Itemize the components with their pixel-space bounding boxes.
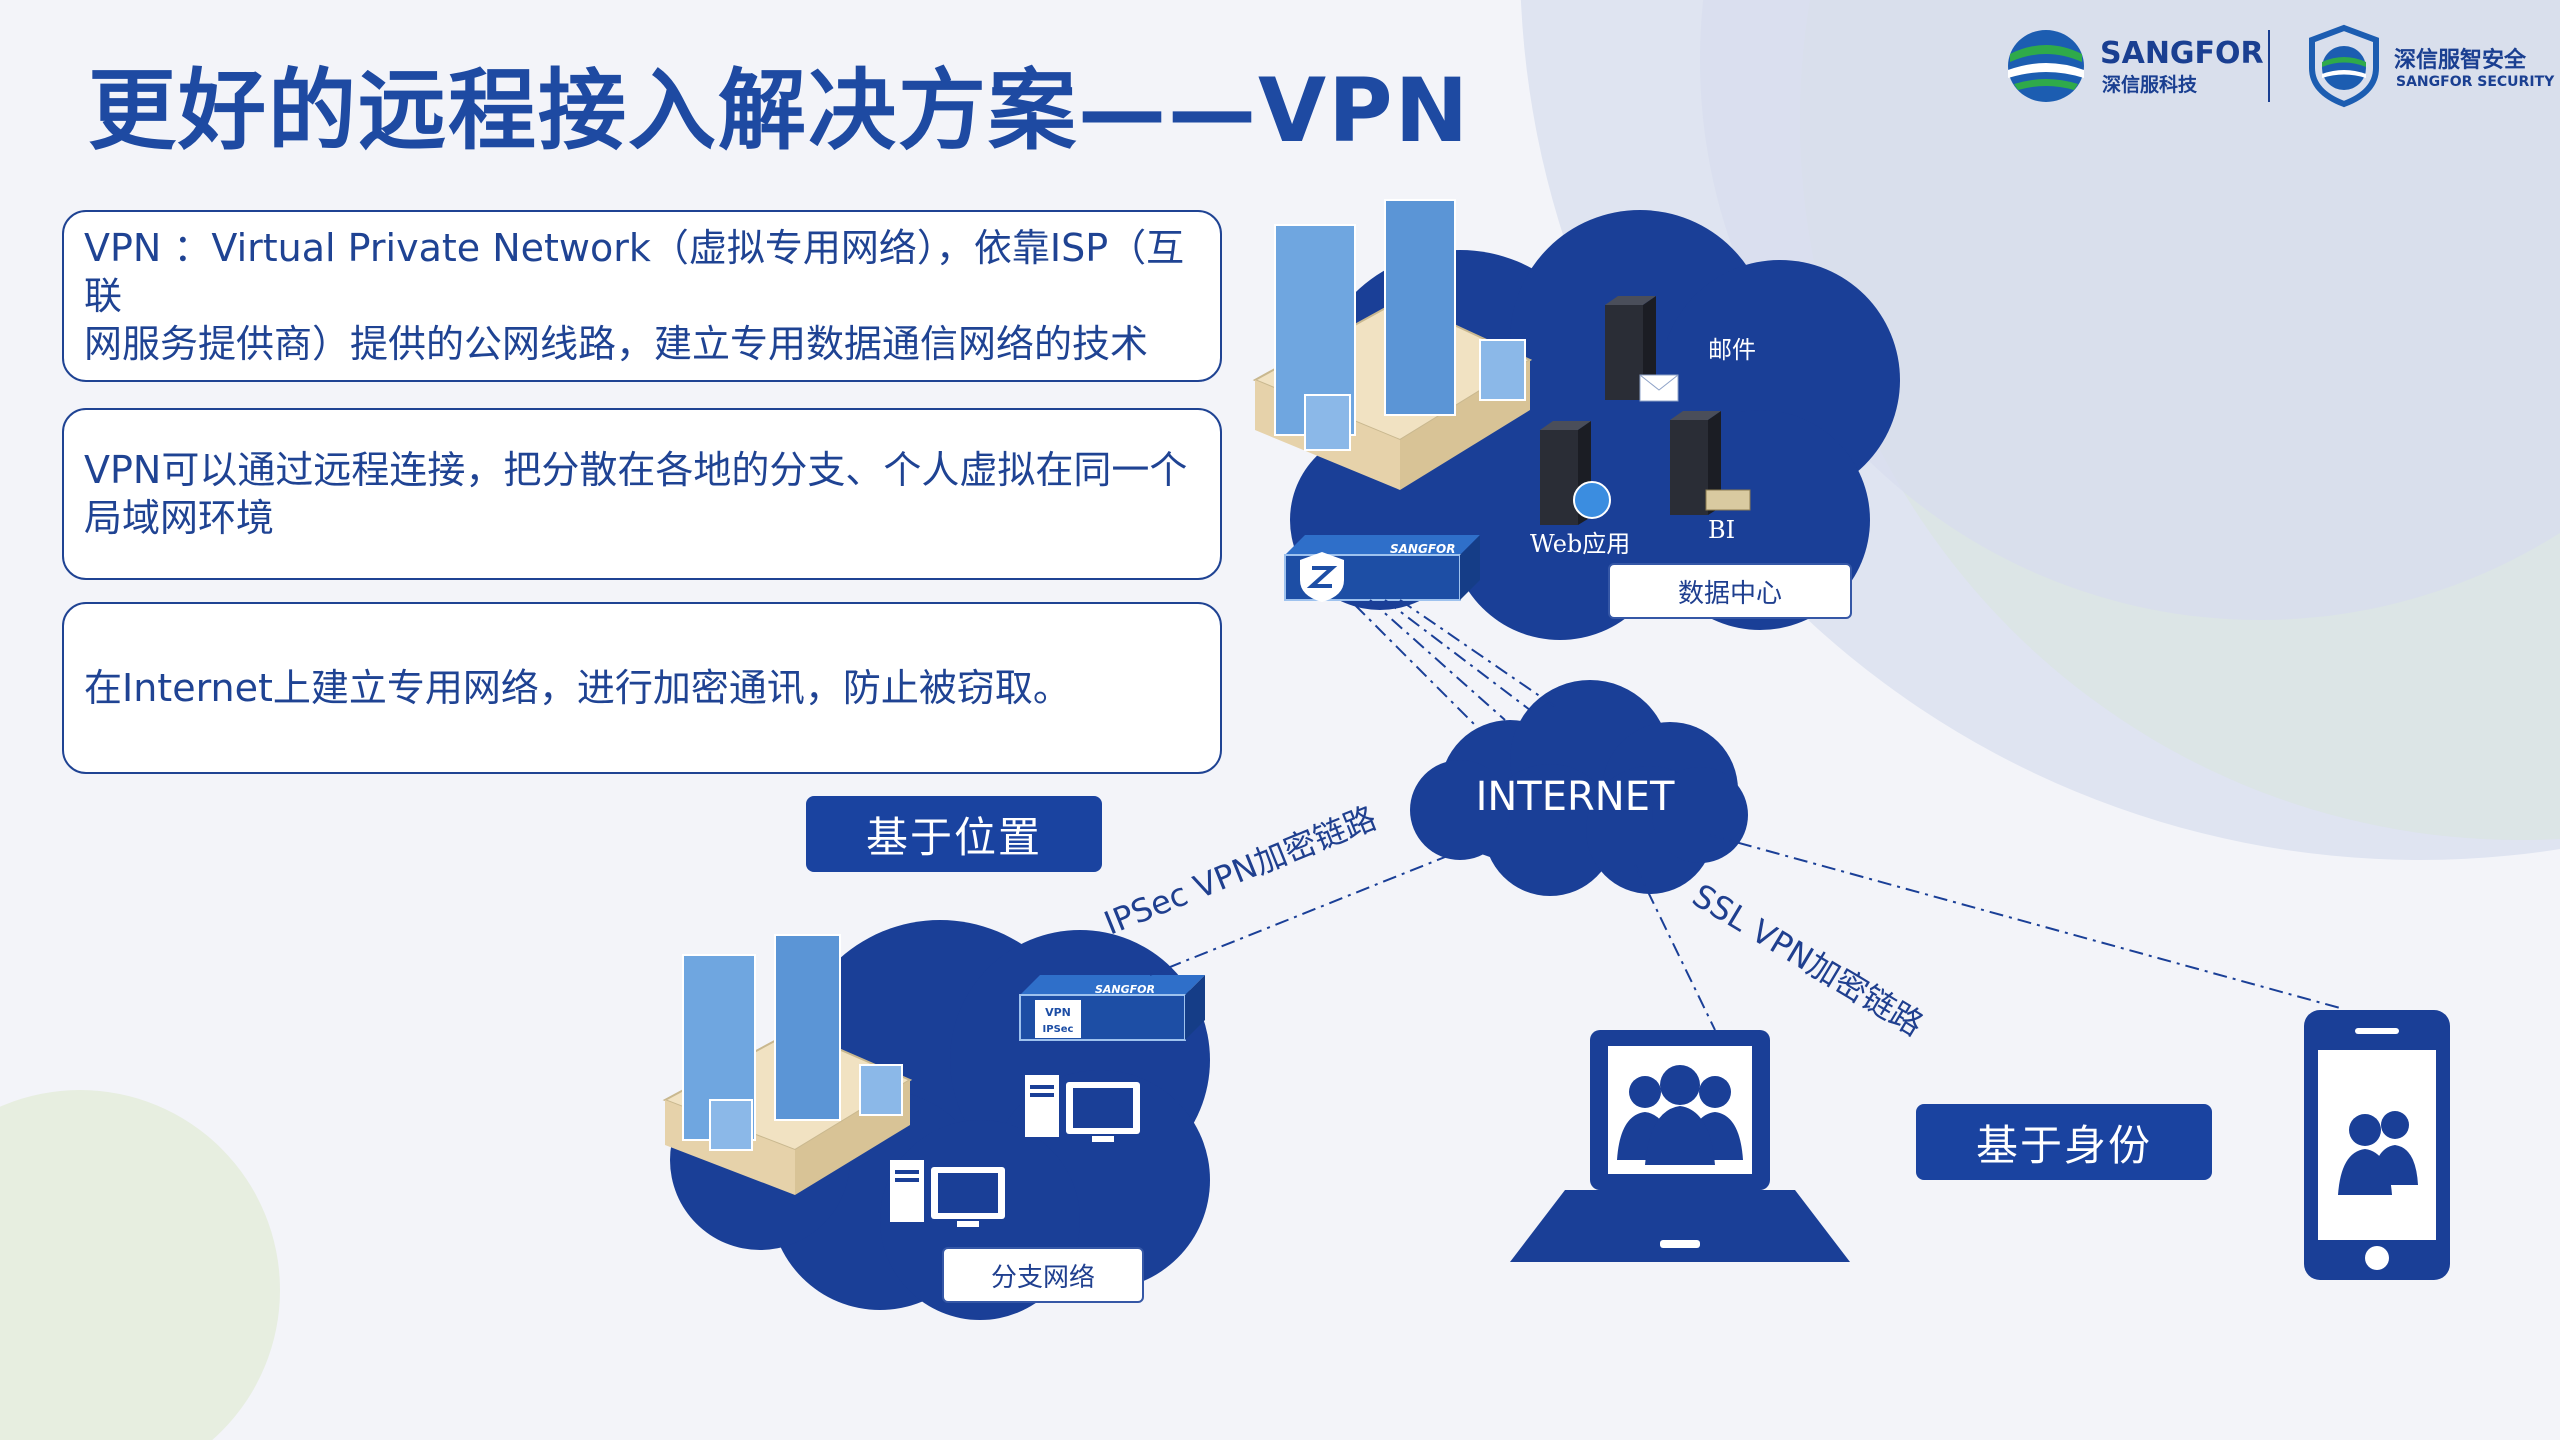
laptop-icon <box>1510 1030 1850 1262</box>
info-line: 在Internet上建立专用网络，进行加密通讯，防止被窃取。 <box>84 666 1071 710</box>
logo-sangfor-cn: 深信服科技 <box>2102 74 2198 96</box>
datacenter-label: 数据中心 <box>1608 563 1852 619</box>
tag-location-based: 基于位置 <box>806 796 1102 872</box>
branch-building-icon <box>662 934 913 1195</box>
vpn-links <box>1149 599 2341 1031</box>
datacenter-link <box>1369 599 1506 721</box>
web-server-icon <box>1540 421 1611 525</box>
info-box-definition: VPN ：Virtual Private Network（虚拟专用网络），依靠I… <box>62 210 1222 382</box>
info-line: VPN可以通过远程连接，把分散在各地的分支、个人虚拟在同一个 <box>84 448 1188 492</box>
logo-security-en: SANGFOR SECURITY <box>2396 74 2555 90</box>
bi-server-label: BI <box>1708 516 1735 544</box>
web-server-label: Web应用 <box>1530 530 1630 558</box>
datacenter-link <box>1384 599 1531 711</box>
users-pair-icon <box>2338 1111 2418 1195</box>
vpn-tag-label: VPN <box>1045 1006 1071 1019</box>
mail-server-icon <box>1605 296 1679 402</box>
logo-sangfor-en: SANGFOR <box>2100 36 2264 71</box>
desktop-computer-icon <box>1025 1075 1140 1142</box>
bg-circle-bottom-left <box>0 1090 280 1440</box>
logo-divider <box>2268 30 2270 102</box>
info-line: VPN ：Virtual Private Network（虚拟专用网络），依靠I… <box>84 226 1185 318</box>
info-line: 局域网环境 <box>84 496 275 540</box>
branch-device-brand-label: SANGFOR <box>1095 983 1155 996</box>
mobile-phone-icon <box>2304 1010 2450 1280</box>
ipsec-vpn-link <box>1149 854 1451 976</box>
datacenter-building-icon <box>1252 199 1533 490</box>
ssl-vpn-link-laptop <box>1634 864 1716 1031</box>
internet-cloud <box>1410 680 1748 896</box>
ipsec-link-label: IPSec VPN加密链路 <box>1099 799 1382 943</box>
desktop-computer-icon <box>890 1160 1005 1227</box>
security-shield-icon <box>2309 24 2379 108</box>
page-title: 更好的远程接入解决方案——VPN <box>88 59 1471 162</box>
tag-identity-based: 基于身份 <box>1916 1104 2212 1180</box>
internet-label: INTERNET <box>1476 774 1675 820</box>
branch-network-label: 分支网络 <box>942 1247 1144 1303</box>
branch-vpn-device-icon: VPN IPSec SANGFOR <box>1019 975 1205 1041</box>
ssl-link-label: SSL VPN加密链路 <box>1686 876 1930 1043</box>
gateway-brand-label: SANGFOR <box>1390 542 1455 556</box>
mail-server-label: 邮件 <box>1708 336 1756 364</box>
info-box-security: 在Internet上建立专用网络，进行加密通讯，防止被窃取。 <box>62 602 1222 774</box>
logo-security-cn: 深信服智安全 <box>2394 48 2527 73</box>
users-group-icon <box>1617 1065 1743 1165</box>
ssl-vpn-link-mobile <box>1709 834 2341 1009</box>
ipsec-tag-label: IPSec <box>1043 1024 1074 1035</box>
sangfor-gateway-device-icon: SANGFOR <box>1284 535 1480 602</box>
bg-arc-inner <box>1700 0 2560 620</box>
datacenter-link <box>1399 599 1561 711</box>
sangfor-globe-icon <box>2008 30 2084 102</box>
datacenter-link <box>1354 604 1481 731</box>
bi-server-icon <box>1670 411 1751 515</box>
info-box-purpose: VPN可以通过远程连接，把分散在各地的分支、个人虚拟在同一个 局域网环境 <box>62 408 1222 580</box>
info-line: 网服务提供商）提供的公网线路，建立专用数据通信网络的技术 <box>84 322 1149 366</box>
